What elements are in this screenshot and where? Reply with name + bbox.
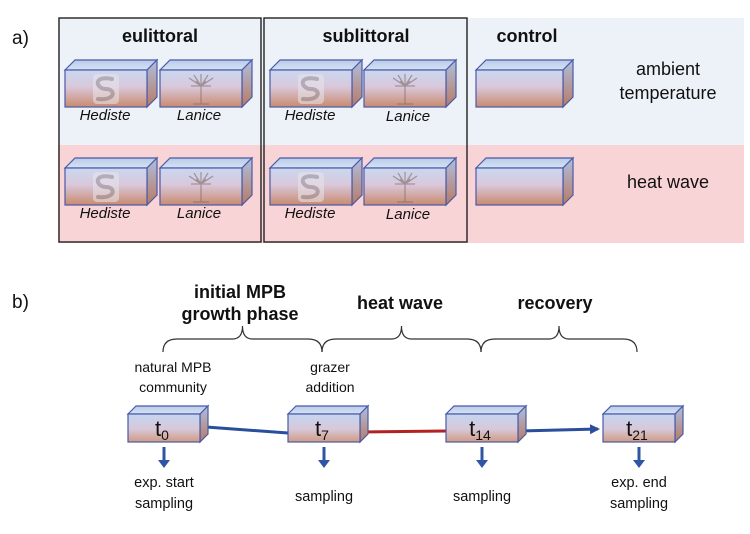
tank-eulittoral-hediste-heatwave bbox=[63, 156, 159, 207]
timepoint-caption: exp. start sampling bbox=[134, 475, 194, 512]
eulittoral-frame bbox=[58, 17, 262, 243]
lanice-tube-icon bbox=[392, 172, 418, 203]
species-label: Hediste bbox=[284, 205, 336, 222]
sublittoral-frame bbox=[263, 17, 468, 243]
brace-heat-wave bbox=[321, 325, 482, 353]
timepoint-box-t0: t0 bbox=[126, 404, 210, 444]
note-grazer-addition: grazer addition bbox=[305, 359, 355, 395]
timeline-segment-heatwave bbox=[359, 429, 447, 434]
lanice-tube-icon bbox=[188, 74, 214, 105]
panel-a-letter: a) bbox=[12, 28, 29, 49]
brace-recovery bbox=[480, 325, 638, 353]
sampling-arrow-icon bbox=[158, 447, 170, 468]
species-label: Hediste bbox=[79, 205, 131, 222]
timeline-segment-recovery bbox=[519, 424, 600, 435]
timepoint-box-t7: t7 bbox=[286, 404, 370, 444]
lanice-tube-icon bbox=[188, 172, 214, 203]
species-label: Hediste bbox=[284, 107, 336, 124]
timepoint-caption: exp. end sampling bbox=[609, 475, 669, 512]
timepoint-label: t0 bbox=[155, 416, 169, 443]
column-header-control: control bbox=[496, 26, 558, 46]
species-label: Hediste bbox=[79, 107, 131, 124]
hediste-worm-icon bbox=[93, 74, 119, 104]
timepoint-label: t21 bbox=[626, 416, 648, 443]
timeline-segment-growth bbox=[205, 425, 289, 435]
timepoint-caption: sampling bbox=[294, 489, 354, 505]
timepoint-label: t14 bbox=[469, 416, 491, 443]
timepoint-box-t14: t14 bbox=[444, 404, 528, 444]
timepoint-label: t7 bbox=[315, 416, 329, 443]
note-natural-community: natural MPB community bbox=[134, 359, 212, 395]
tank-sublittoral-hediste-ambient bbox=[268, 58, 364, 109]
tank-sublittoral-lanice-heatwave bbox=[362, 156, 458, 207]
phase-label-initial: initial MPB growth phase bbox=[181, 282, 299, 324]
hediste-worm-icon bbox=[298, 74, 324, 104]
sampling-arrow-icon bbox=[633, 447, 645, 468]
tank-control-heatwave bbox=[474, 156, 575, 207]
tank-sublittoral-lanice-ambient bbox=[362, 58, 458, 109]
row-label-heatwave: heat wave bbox=[626, 172, 710, 192]
tank-eulittoral-hediste-ambient bbox=[63, 58, 159, 109]
column-header-eulittoral: eulittoral bbox=[121, 26, 198, 46]
hediste-worm-icon bbox=[298, 172, 324, 202]
brace-initial-phase bbox=[162, 325, 323, 353]
tank-eulittoral-lanice-ambient bbox=[158, 58, 254, 109]
timepoint-caption: sampling bbox=[452, 489, 512, 505]
tank-eulittoral-lanice-heatwave bbox=[158, 156, 254, 207]
tank-sublittoral-hediste-heatwave bbox=[268, 156, 364, 207]
phase-label-recovery: recovery bbox=[517, 293, 593, 313]
species-label: Lanice bbox=[385, 206, 431, 223]
row-label-ambient: ambient temperature bbox=[619, 59, 717, 103]
hediste-worm-icon bbox=[93, 172, 119, 202]
lanice-tube-icon bbox=[392, 74, 418, 105]
panel-b-letter: b) bbox=[12, 292, 29, 313]
sampling-arrow-icon bbox=[318, 447, 330, 468]
column-header-sublittoral: sublittoral bbox=[322, 26, 410, 46]
species-label: Lanice bbox=[176, 205, 222, 222]
species-label: Lanice bbox=[176, 107, 222, 124]
species-label: Lanice bbox=[385, 108, 431, 125]
phase-label-heatwave: heat wave bbox=[356, 293, 444, 313]
timepoint-box-t21: t21 bbox=[601, 404, 685, 444]
tank-control-ambient bbox=[474, 58, 575, 109]
sampling-arrow-icon bbox=[476, 447, 488, 468]
